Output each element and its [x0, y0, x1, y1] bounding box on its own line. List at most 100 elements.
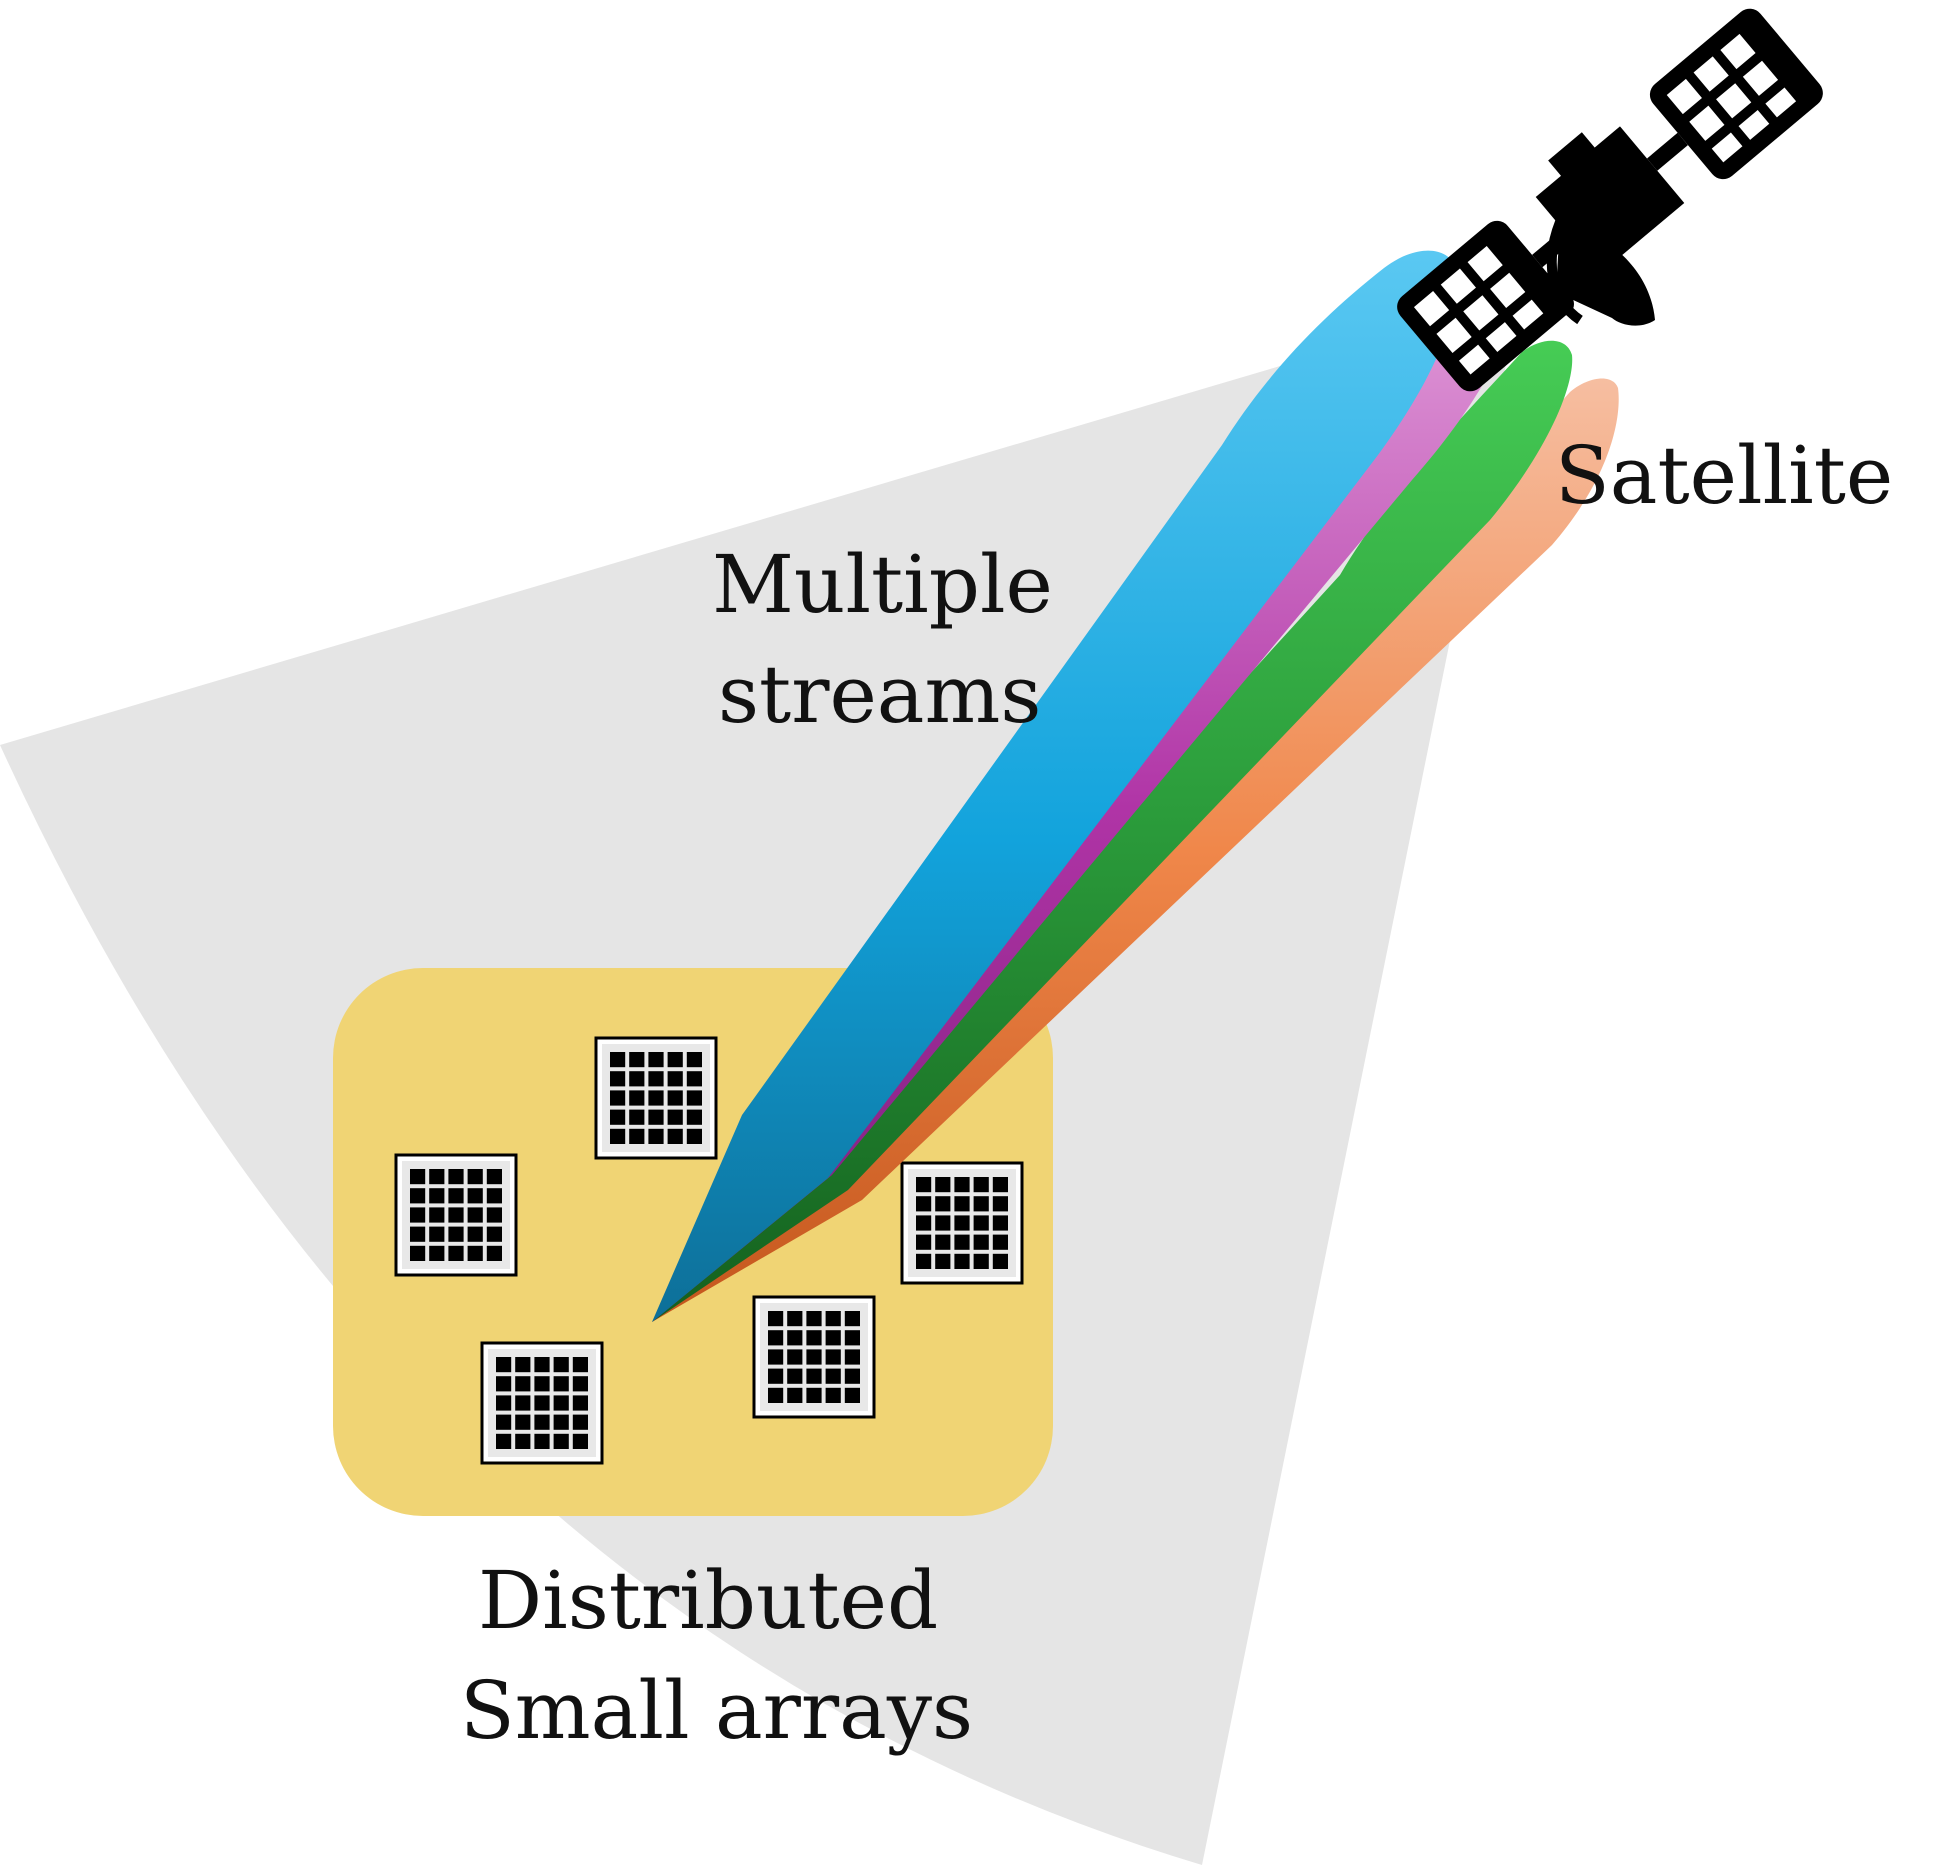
array-element	[410, 1169, 426, 1185]
array-element	[916, 1215, 932, 1231]
array-element	[410, 1245, 426, 1261]
array-element	[467, 1169, 483, 1185]
array-element	[429, 1169, 445, 1185]
array-element	[429, 1245, 445, 1261]
array-element	[496, 1433, 512, 1449]
array-element	[572, 1357, 588, 1373]
array-element	[806, 1330, 822, 1346]
array-element	[448, 1226, 464, 1242]
array-4	[752, 1295, 876, 1419]
array-element	[686, 1128, 702, 1144]
array-element	[553, 1433, 569, 1449]
array-element	[467, 1188, 483, 1204]
array-element	[515, 1395, 531, 1411]
array-element	[496, 1357, 512, 1373]
array-element	[935, 1196, 951, 1212]
streams-label-line1: Multiple	[712, 538, 1053, 631]
array-element	[825, 1368, 841, 1384]
array-element	[534, 1376, 550, 1392]
array-element	[496, 1376, 512, 1392]
array-element	[534, 1357, 550, 1373]
array-element	[825, 1330, 841, 1346]
array-element	[534, 1433, 550, 1449]
array-element	[429, 1207, 445, 1223]
array-element	[768, 1311, 784, 1327]
array-element	[768, 1330, 784, 1346]
array-element	[992, 1196, 1008, 1212]
array-element	[992, 1215, 1008, 1231]
array-element	[486, 1207, 502, 1223]
array-element	[448, 1169, 464, 1185]
array-element	[844, 1349, 860, 1365]
array-element	[667, 1109, 683, 1125]
array-element	[429, 1188, 445, 1204]
array-element	[610, 1128, 626, 1144]
array-element	[787, 1349, 803, 1365]
array-element	[787, 1387, 803, 1403]
array-element	[410, 1207, 426, 1223]
array-element	[935, 1253, 951, 1269]
array-element	[553, 1395, 569, 1411]
array-element	[667, 1071, 683, 1087]
array-element	[448, 1207, 464, 1223]
array-element	[610, 1109, 626, 1125]
array-element	[973, 1234, 989, 1250]
array-element	[648, 1071, 664, 1087]
array-element	[973, 1215, 989, 1231]
array-element	[935, 1177, 951, 1193]
array-element	[768, 1368, 784, 1384]
array-element	[916, 1177, 932, 1193]
array-element	[992, 1253, 1008, 1269]
array-element	[515, 1414, 531, 1430]
array-element	[572, 1395, 588, 1411]
array-element	[686, 1071, 702, 1087]
array-2	[394, 1153, 518, 1277]
streams-label-line2: streams	[718, 648, 1041, 741]
array-element	[973, 1196, 989, 1212]
array-element	[467, 1245, 483, 1261]
array-element	[467, 1226, 483, 1242]
array-element	[496, 1395, 512, 1411]
array-element	[667, 1090, 683, 1106]
array-element	[515, 1357, 531, 1373]
array-element	[572, 1414, 588, 1430]
array-element	[648, 1109, 664, 1125]
array-element	[916, 1196, 932, 1212]
array-element	[410, 1188, 426, 1204]
array-element	[992, 1177, 1008, 1193]
array-element	[667, 1128, 683, 1144]
array-element	[629, 1109, 645, 1125]
array-element	[496, 1414, 512, 1430]
array-element	[973, 1177, 989, 1193]
array-element	[806, 1387, 822, 1403]
array-element	[844, 1368, 860, 1384]
array-element	[916, 1253, 932, 1269]
array-element	[954, 1253, 970, 1269]
array-element	[648, 1052, 664, 1068]
arrays-label-line2: Small arrays	[460, 1664, 973, 1757]
array-element	[448, 1188, 464, 1204]
array-element	[973, 1253, 989, 1269]
array-element	[553, 1414, 569, 1430]
array-5	[480, 1341, 604, 1465]
array-element	[825, 1349, 841, 1365]
array-element	[686, 1109, 702, 1125]
array-element	[954, 1196, 970, 1212]
array-element	[629, 1090, 645, 1106]
array-element	[768, 1349, 784, 1365]
array-element	[667, 1052, 683, 1068]
array-element	[486, 1169, 502, 1185]
array-element	[954, 1234, 970, 1250]
array-element	[553, 1357, 569, 1373]
array-element	[935, 1234, 951, 1250]
small-arrays	[394, 1036, 1024, 1465]
array-element	[954, 1215, 970, 1231]
array-element	[825, 1311, 841, 1327]
array-element	[954, 1177, 970, 1193]
array-element	[486, 1245, 502, 1261]
array-element	[916, 1234, 932, 1250]
array-element	[768, 1387, 784, 1403]
array-element	[610, 1052, 626, 1068]
beam-blue	[652, 250, 1457, 1322]
